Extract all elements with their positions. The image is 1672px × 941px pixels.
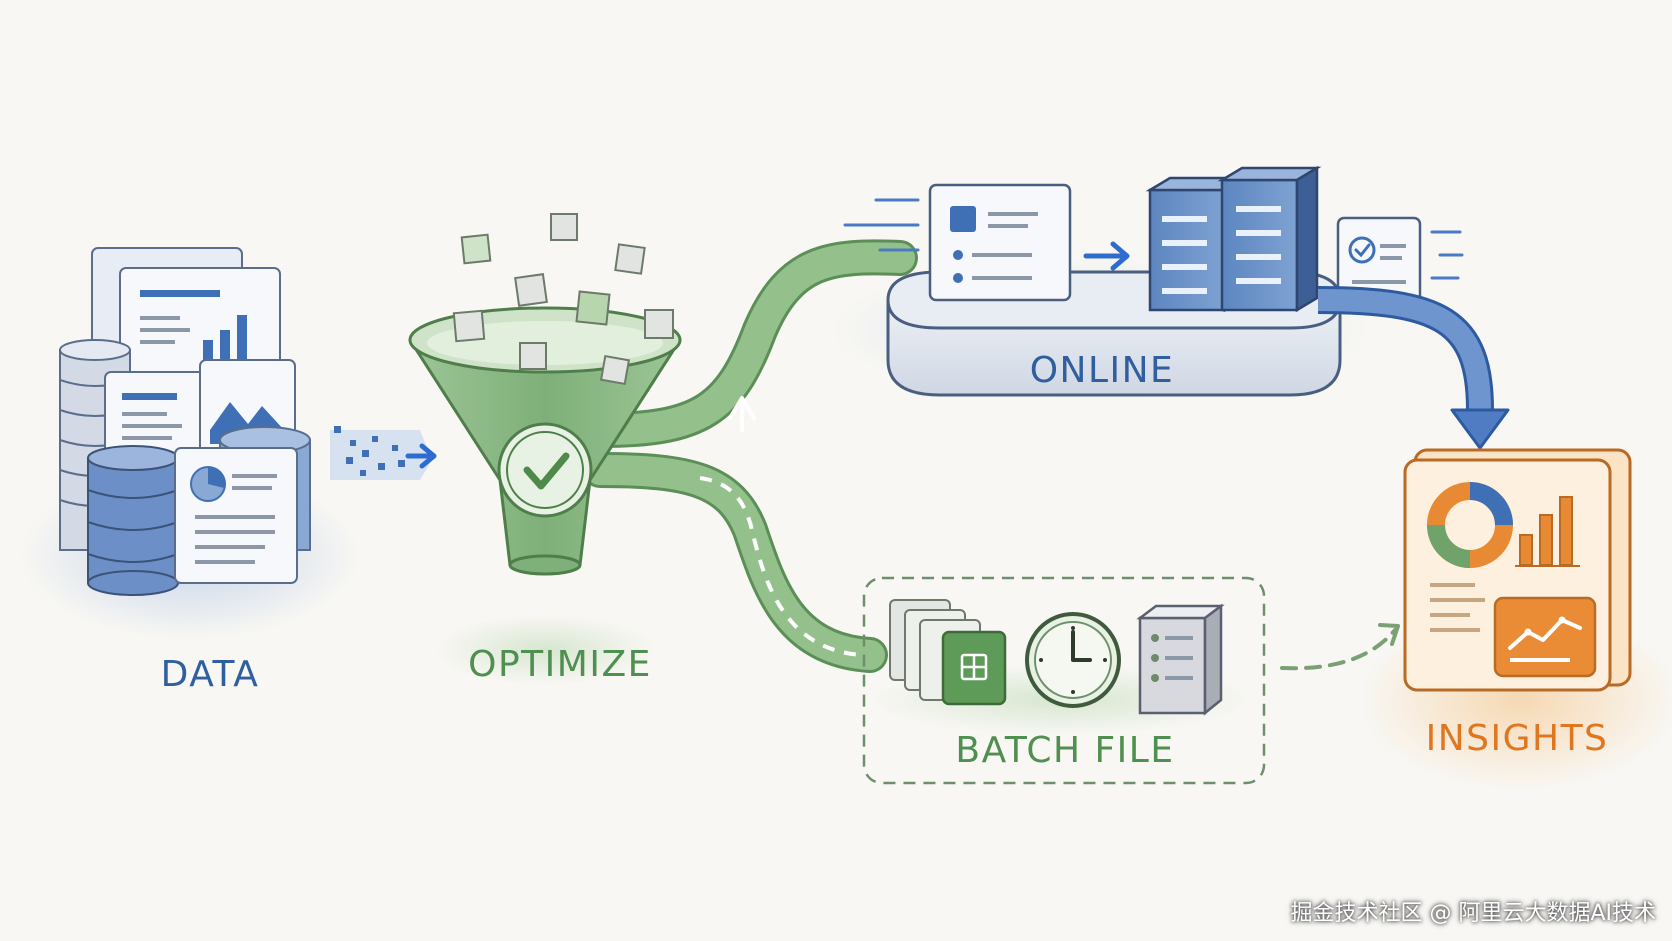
batch-file-label: BATCH FILE (955, 730, 1175, 771)
funnel-checkmark-icon (408, 213, 682, 685)
batch-file-clock-server-icon (862, 576, 1400, 785)
data-label: DATA (160, 654, 260, 695)
server-platform-icon (830, 165, 1464, 400)
watermark: 掘金技术社区 @ 阿里云大数据AI技术 (1290, 901, 1656, 926)
insights-label: INSIGHTS (1425, 718, 1609, 759)
data-flow-arrow (330, 426, 437, 480)
flow-paths (582, 239, 918, 673)
online-label: ONLINE (1029, 350, 1175, 391)
online-to-insights-arrow (1317, 286, 1510, 450)
optimize-label: OPTIMIZE (468, 644, 652, 685)
dashboard-report-icon (1360, 448, 1672, 790)
data-stack-icon (20, 247, 360, 640)
